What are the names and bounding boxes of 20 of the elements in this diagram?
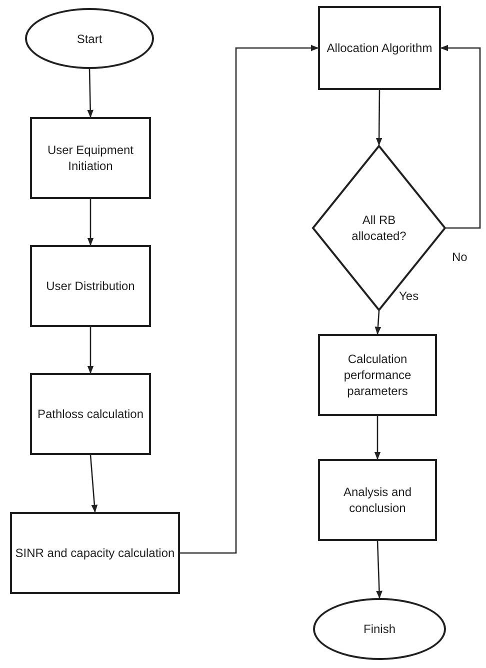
arrow <box>376 540 382 599</box>
terminal-ellipse: Finish <box>313 598 446 660</box>
arrow <box>376 90 382 146</box>
arrow <box>87 68 94 118</box>
arrow <box>440 44 481 229</box>
arrow <box>374 310 382 335</box>
arrow <box>87 327 94 374</box>
arrow <box>87 199 94 246</box>
process-box: SINR and capacity calculation <box>10 512 180 594</box>
decision-label: All RB allocated? <box>350 212 408 244</box>
arrow <box>180 44 319 554</box>
process-box: Analysis and conclusion <box>318 459 437 541</box>
process-box: Allocation Algorithm <box>318 6 441 90</box>
process-box: User Equipment Initiation <box>30 117 151 199</box>
process-box: Calculation performance parameters <box>318 334 437 416</box>
arrow <box>374 416 381 460</box>
arrow <box>90 454 98 513</box>
process-box: User Distribution <box>30 245 151 327</box>
terminal-ellipse: Start <box>25 8 154 69</box>
process-box: Pathloss calculation <box>30 373 151 455</box>
